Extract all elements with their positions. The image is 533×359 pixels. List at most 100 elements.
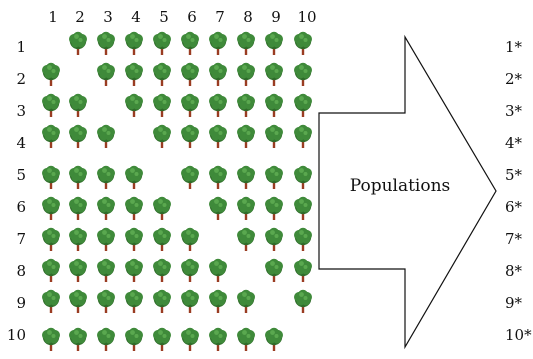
column-label: 10 — [297, 8, 317, 26]
tree-icon — [97, 62, 115, 86]
row-label: 6 — [16, 198, 26, 216]
tree-icon — [294, 258, 312, 282]
output-label: 5* — [505, 166, 523, 184]
tree-icon — [69, 327, 87, 351]
row-label: 10 — [6, 326, 26, 344]
tree-icon — [69, 258, 87, 282]
tree-icon — [125, 31, 143, 55]
tree-icon — [181, 227, 199, 251]
tree-icon — [97, 289, 115, 313]
tree-icon — [69, 31, 87, 55]
tree-icon — [97, 327, 115, 351]
output-label: 10* — [505, 326, 532, 344]
tree-icon — [265, 93, 283, 117]
tree-icon — [153, 327, 171, 351]
tree-icon — [265, 62, 283, 86]
tree-grid — [42, 31, 312, 351]
row-label: 3 — [16, 102, 26, 120]
tree-icon — [294, 227, 312, 251]
tree-icon — [153, 227, 171, 251]
tree-icon — [42, 227, 60, 251]
tree-icon — [125, 93, 143, 117]
tree-icon — [237, 327, 255, 351]
tree-icon — [265, 327, 283, 351]
column-label: 5 — [159, 8, 169, 26]
tree-icon — [125, 62, 143, 86]
column-label: 7 — [215, 8, 225, 26]
tree-icon — [153, 124, 171, 148]
tree-icon — [97, 258, 115, 282]
tree-icon — [209, 62, 227, 86]
tree-icon — [42, 196, 60, 220]
tree-icon — [69, 196, 87, 220]
tree-icon — [42, 258, 60, 282]
tree-icon — [265, 258, 283, 282]
tree-icon — [265, 165, 283, 189]
row-label: 2 — [16, 70, 26, 88]
tree-icon — [294, 124, 312, 148]
tree-icon — [125, 289, 143, 313]
output-label: 4* — [505, 134, 523, 152]
tree-icon — [181, 289, 199, 313]
tree-icon — [294, 31, 312, 55]
tree-icon — [265, 196, 283, 220]
tree-icon — [237, 31, 255, 55]
tree-icon — [153, 62, 171, 86]
tree-icon — [42, 289, 60, 313]
tree-icon — [153, 196, 171, 220]
row-label: 1 — [16, 38, 26, 56]
tree-icon — [181, 327, 199, 351]
tree-icon — [42, 93, 60, 117]
tree-icon — [209, 93, 227, 117]
tree-icon — [209, 165, 227, 189]
tree-icon — [237, 227, 255, 251]
column-label: 3 — [103, 8, 113, 26]
tree-icon — [42, 165, 60, 189]
tree-icon — [69, 227, 87, 251]
tree-icon — [69, 124, 87, 148]
tree-icon — [265, 31, 283, 55]
tree-icon — [97, 165, 115, 189]
output-label: 9* — [505, 294, 523, 312]
column-label: 4 — [131, 8, 141, 26]
tree-icon — [125, 227, 143, 251]
output-label: 6* — [505, 198, 523, 216]
tree-icon — [125, 165, 143, 189]
tree-icon — [237, 165, 255, 189]
tree-icon — [125, 327, 143, 351]
output-label: 8* — [505, 262, 523, 280]
tree-icon — [69, 289, 87, 313]
tree-icon — [181, 165, 199, 189]
tree-icon — [97, 31, 115, 55]
tree-icon — [97, 124, 115, 148]
tree-icon — [265, 124, 283, 148]
tree-icon — [42, 62, 60, 86]
tree-icon — [294, 165, 312, 189]
tree-icon — [237, 124, 255, 148]
tree-icon — [97, 196, 115, 220]
tree-icon — [209, 31, 227, 55]
row-label: 8 — [16, 262, 26, 280]
tree-icon — [237, 289, 255, 313]
tree-icon — [209, 124, 227, 148]
tree-icon — [209, 196, 227, 220]
tree-icon — [42, 327, 60, 351]
tree-icon — [265, 227, 283, 251]
column-label: 1 — [48, 8, 58, 26]
tree-icon — [294, 289, 312, 313]
tree-icon — [69, 93, 87, 117]
row-label: 9 — [16, 294, 26, 312]
tree-icon — [181, 258, 199, 282]
output-label: 7* — [505, 230, 523, 248]
tree-icon — [153, 93, 171, 117]
tree-icon — [294, 62, 312, 86]
tree-icon — [181, 93, 199, 117]
tree-icon — [209, 327, 227, 351]
tree-icon — [153, 258, 171, 282]
column-label: 6 — [187, 8, 197, 26]
tree-icon — [42, 124, 60, 148]
column-label: 2 — [75, 8, 85, 26]
tree-icon — [294, 196, 312, 220]
tree-icon — [294, 93, 312, 117]
output-label: 3* — [505, 102, 523, 120]
